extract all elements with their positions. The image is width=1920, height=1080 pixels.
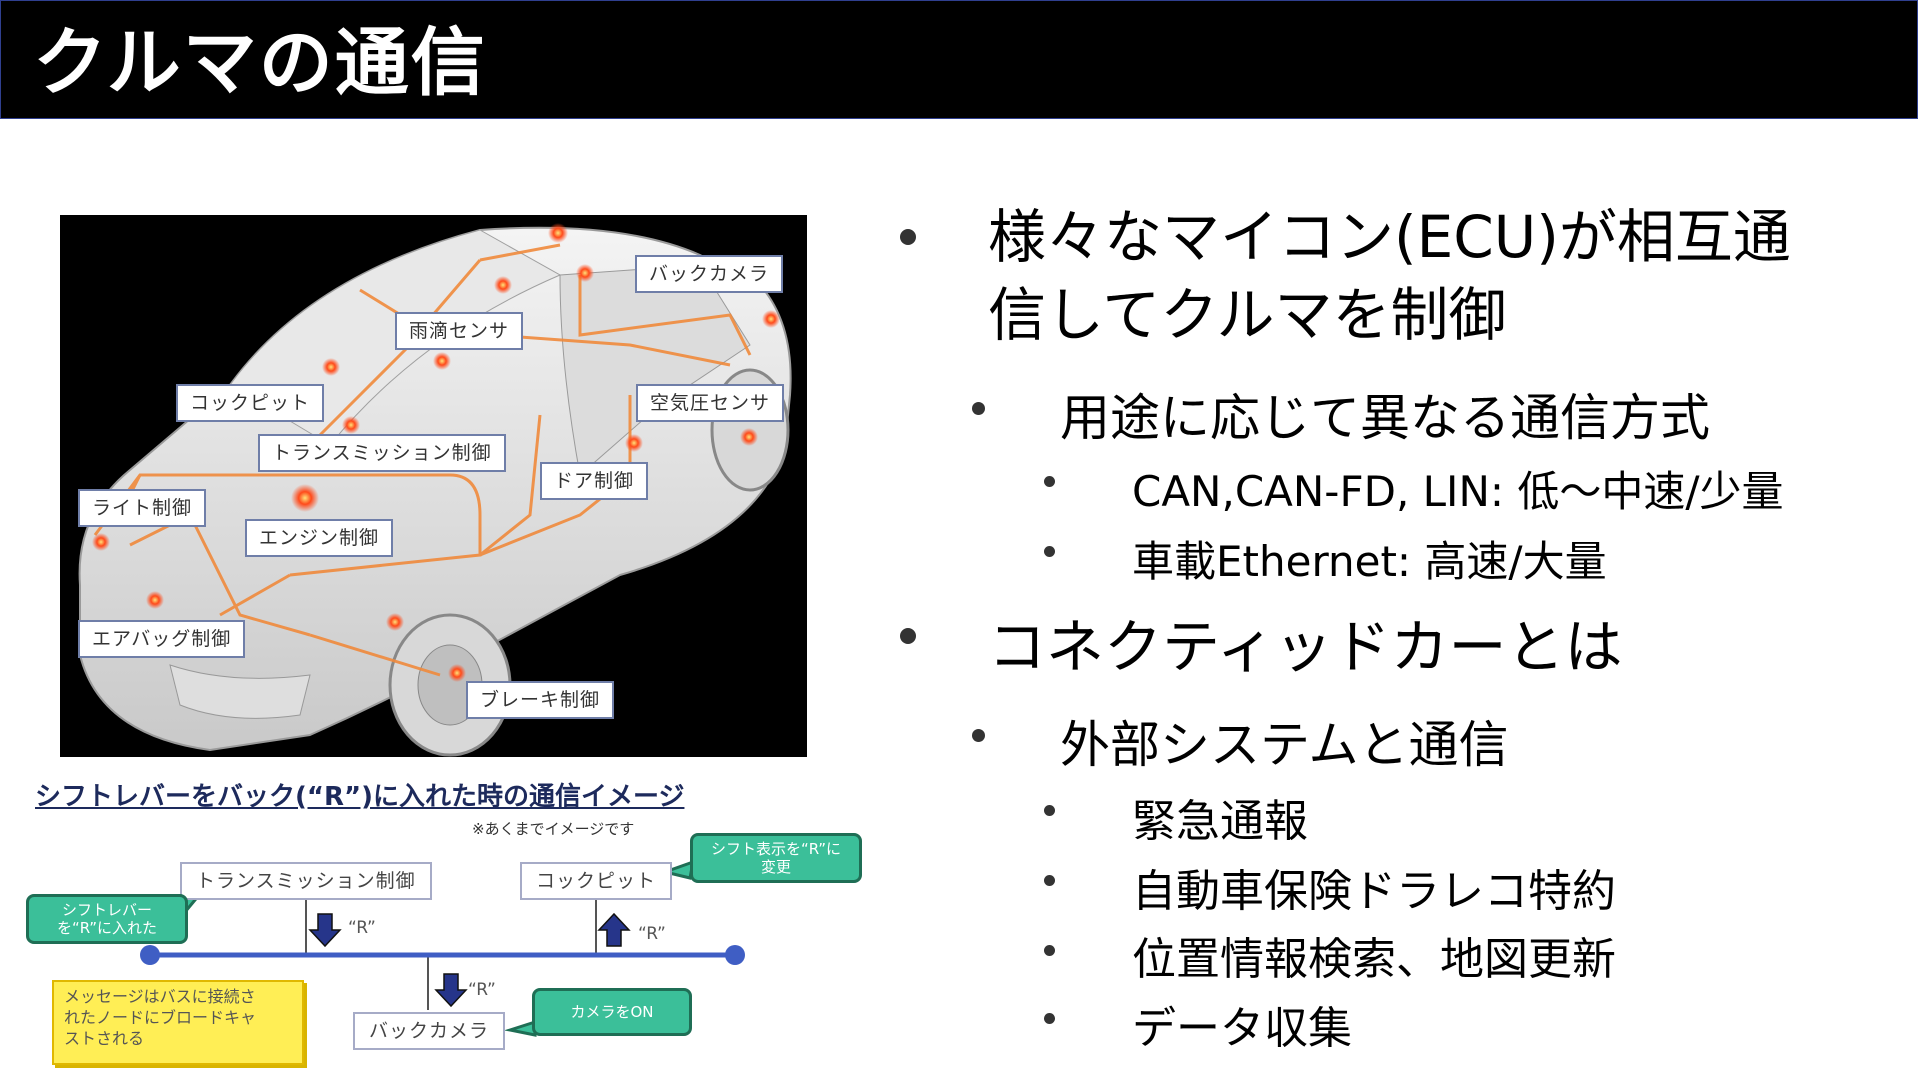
- bullet-emergency: 緊急通報: [1132, 796, 1308, 847]
- bullet-ethernet: 車載Ethernet: 高速/大量: [1132, 537, 1607, 586]
- arrow-down-transmission: [308, 913, 342, 948]
- bullet-dot: [972, 402, 985, 415]
- callout-camera-on: カメラをON: [532, 988, 692, 1036]
- callout-shift-lever: シフトレバー を“R”に入れた: [26, 894, 188, 944]
- bus-terminator-left: [140, 945, 160, 965]
- bullet-data-collection: データ収集: [1132, 1003, 1352, 1054]
- r-label-cockpit: “R”: [638, 924, 666, 944]
- label-rain-sensor: 雨滴センサ: [395, 312, 524, 350]
- sticky-note-broadcast: メッセージはバスに接続さ れたノードにブロードキャ ストされる: [52, 980, 304, 1065]
- bullet-dot: [1044, 945, 1055, 956]
- bus-node-back-camera: バックカメラ: [353, 1012, 506, 1050]
- car-illustration: バックカメラ 雨滴センサ コックピット 空気圧センサ トランスミッション制御 ド…: [60, 215, 807, 757]
- bullet-connected-car: コネクティッドカーとは: [988, 613, 1623, 681]
- label-door: ドア制御: [540, 462, 649, 500]
- bus-node-cockpit: コックピット: [520, 862, 673, 900]
- bullet-dot: [900, 229, 916, 245]
- slide-title: クルマの通信: [33, 20, 487, 106]
- title-bar: クルマの通信: [0, 0, 1918, 119]
- grille: [169, 664, 311, 719]
- bullet-dot: [1044, 476, 1055, 487]
- label-air-pressure-sensor: 空気圧センサ: [636, 384, 785, 422]
- bullet-comm-methods: 用途に応じて異なる通信方式: [1060, 389, 1710, 447]
- bus-diagram-title: シフトレバーをバック(“R”)に入れた時の通信イメージ: [35, 782, 685, 812]
- label-cockpit: コックピット: [176, 384, 325, 422]
- bullet-dot: [900, 628, 916, 644]
- bullet-dot: [1044, 546, 1055, 557]
- r-label-camera: “R”: [468, 980, 496, 1000]
- label-light: ライト制御: [78, 489, 207, 527]
- bus-node-transmission: トランスミッション制御: [180, 862, 432, 900]
- label-brake: ブレーキ制御: [466, 681, 615, 719]
- bullet-insurance: 自動車保険ドラレコ特約: [1132, 866, 1616, 917]
- bullet-ecu: 様々なマイコン(ECU)が相互通 信してクルマを制御: [988, 203, 1791, 349]
- bullet-location: 位置情報検索、地図更新: [1132, 934, 1616, 985]
- bullet-dot: [1044, 1013, 1055, 1024]
- bullet-dot: [972, 729, 985, 742]
- arrow-up-cockpit: [597, 912, 631, 947]
- bullet-can: CAN,CAN-FD, LIN: 低～中速/少量: [1132, 467, 1784, 516]
- label-airbag: エアバッグ制御: [78, 620, 246, 658]
- arrow-down-camera: [434, 973, 468, 1008]
- bullet-dot: [1044, 875, 1055, 886]
- label-transmission: トランスミッション制御: [258, 434, 506, 472]
- callout-shift-display: シフト表示を“R”に 変更: [690, 833, 862, 883]
- label-engine: エンジン制御: [245, 519, 394, 557]
- bus-terminator-right: [725, 945, 745, 965]
- ecu-dots: [92, 223, 780, 682]
- bus-diagram-note: ※あくまでイメージです: [472, 820, 635, 838]
- label-back-camera: バックカメラ: [635, 255, 784, 293]
- r-label-transmission: “R”: [348, 918, 376, 938]
- bullet-external: 外部システムと通信: [1060, 716, 1509, 774]
- bullet-dot: [1044, 805, 1055, 816]
